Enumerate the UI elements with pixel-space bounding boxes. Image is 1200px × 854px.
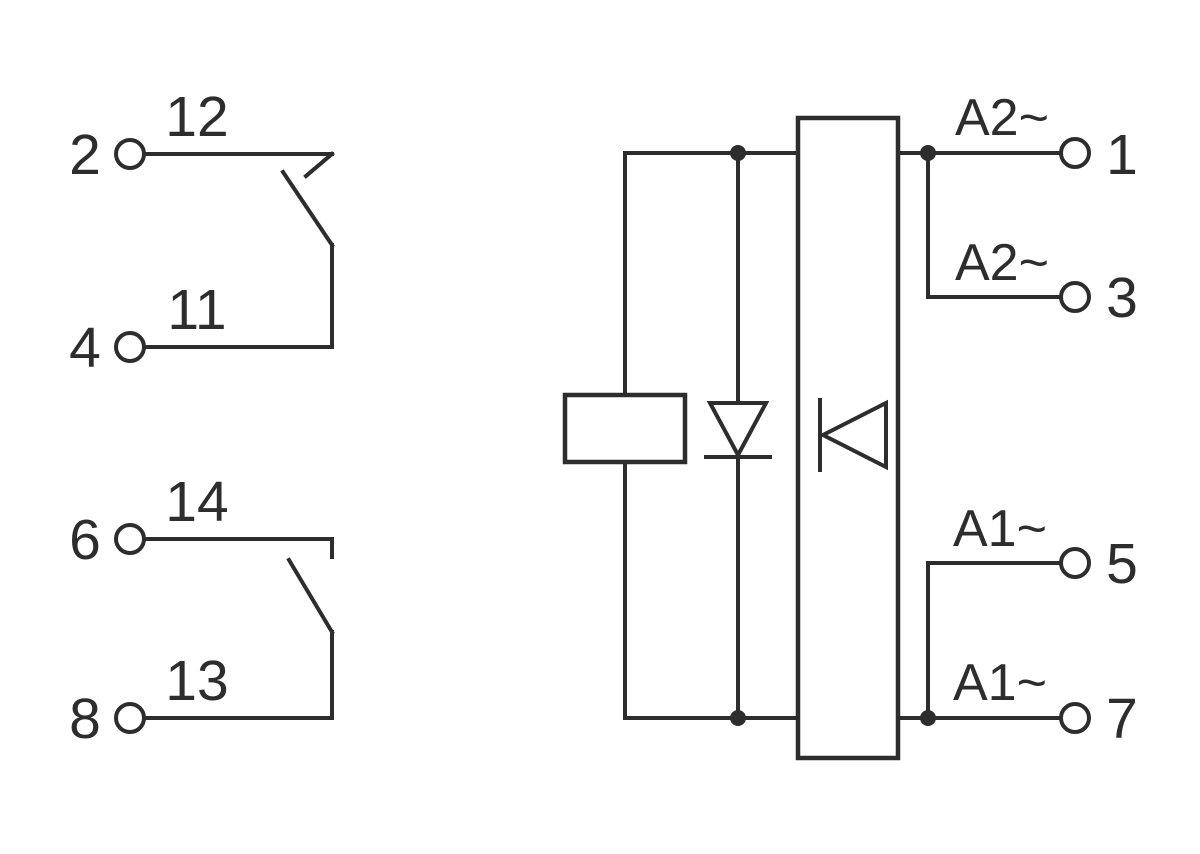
terminal-2-number: 2 (69, 123, 101, 187)
terminal-8-circle (114, 702, 146, 734)
output-block (795, 115, 901, 761)
wire-11-label: 11 (167, 278, 226, 342)
contact-group-1: 2 12 11 4 (69, 85, 335, 380)
wire-a2-label-1: A2~ (955, 89, 1049, 147)
triac-symbol (818, 398, 888, 472)
terminal-1-circle (1059, 137, 1091, 169)
junction-dot (730, 145, 746, 161)
wire-a1-label-5: A1~ (953, 500, 1047, 558)
input-terminals: A2~ 1 A2~ 3 A1~ 5 A1~ 7 (896, 89, 1138, 751)
junction-dot (730, 710, 746, 726)
wire-12-label: 12 (165, 85, 228, 149)
wire-13 (142, 630, 334, 720)
contact-group-2: 6 14 13 8 (69, 470, 335, 751)
contact-arm-open (286, 557, 335, 635)
terminal-4-number: 4 (69, 316, 101, 380)
terminal-6-circle (114, 523, 146, 555)
wire-a1-terminal-5 (926, 561, 1063, 720)
diode-symbol (706, 401, 770, 460)
terminal-1-number: 1 (1106, 123, 1138, 187)
terminal-4-circle (114, 331, 146, 363)
terminal-8-number: 8 (69, 687, 101, 751)
terminal-3-number: 3 (1106, 266, 1138, 330)
terminal-5-number: 5 (1106, 532, 1138, 596)
terminal-2-circle (114, 138, 146, 170)
terminal-7-number: 7 (1106, 687, 1138, 751)
contact-arm-closed (280, 169, 335, 248)
wire-14-label: 14 (165, 470, 228, 534)
wire-11 (142, 243, 334, 349)
wire-a2-terminal-3 (926, 151, 1063, 299)
wire-a2-label-3: A2~ (955, 234, 1049, 292)
wire-13-label: 13 (165, 649, 228, 713)
diode-branch (704, 151, 772, 720)
relay-coil-symbol (562, 392, 688, 465)
contact-seat-tick (303, 151, 335, 179)
terminal-7-circle (1059, 702, 1091, 734)
input-circuit (562, 115, 936, 761)
terminal-5-circle (1059, 547, 1091, 579)
wire-a1-label-7: A1~ (953, 654, 1047, 712)
terminal-6-number: 6 (69, 508, 101, 572)
terminal-3-circle (1059, 281, 1091, 313)
triac-triangle (818, 399, 888, 471)
